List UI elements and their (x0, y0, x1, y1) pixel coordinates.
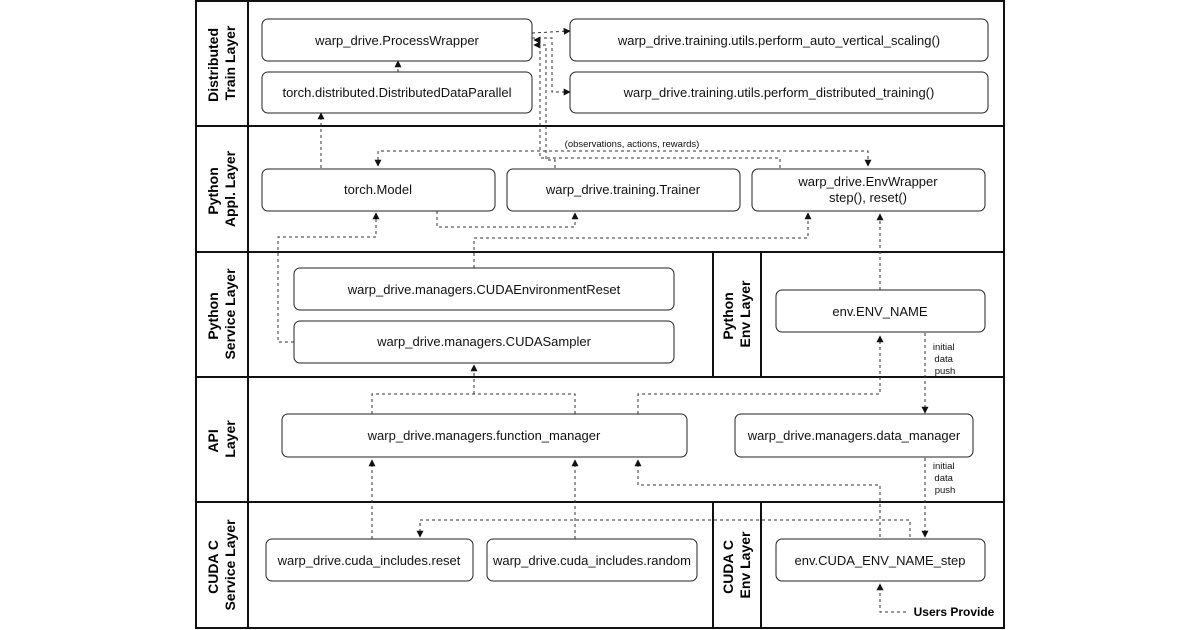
node-cuda-reset: warp_drive.cuda_includes.reset (265, 538, 474, 582)
node-env-wrapper-label-line1: warp_drive.EnvWrapper (797, 174, 938, 189)
node-auto-scaling: warp_drive.training.utils.perform_auto_v… (569, 18, 989, 62)
annotation-users-provide: Users Provide (914, 605, 995, 619)
node-torch-model-label: torch.Model (344, 182, 412, 197)
outer-frame (195, 0, 1005, 629)
layer-titles: Distributed Train Layer Python Appl. Lay… (205, 24, 753, 611)
edge-functionmanager-to-sampler (371, 365, 576, 414)
annotation-initial-data-push-1: initial data push (933, 342, 957, 377)
node-torch-model: torch.Model (261, 168, 496, 212)
node-cuda-random-label: warp_drive.cuda_includes.random (492, 553, 691, 568)
node-auto-scaling-label: warp_drive.training.utils.perform_auto_v… (617, 33, 940, 48)
node-data-manager: warp_drive.managers.data_manager (734, 413, 974, 458)
node-cuda-random: warp_drive.cuda_includes.random (486, 538, 698, 582)
node-env-name-label: env.ENV_NAME (832, 304, 927, 319)
edge-functionmanager-to-envname (637, 335, 884, 414)
node-distributed-training-label: warp_drive.training.utils.perform_distri… (623, 85, 935, 100)
node-cuda-env-step-label: env.CUDA_ENV_NAME_step (795, 553, 966, 568)
node-env-name: env.ENV_NAME (775, 289, 986, 333)
node-distributed-training: warp_drive.training.utils.perform_distri… (569, 71, 989, 114)
node-trainer-label: warp_drive.training.Trainer (545, 182, 701, 197)
edge-sampler-to-model (277, 212, 380, 343)
edges (277, 27, 929, 613)
node-process-wrapper-label: warp_drive.ProcessWrapper (314, 33, 479, 48)
layer-title-distributed: Distributed Train Layer (205, 24, 238, 102)
node-cuda-env-reset-label: warp_drive.managers.CUDAEnvironmentReset (347, 282, 621, 297)
node-cuda-env-reset: warp_drive.managers.CUDAEnvironmentReset (293, 267, 675, 311)
layer-title-python-env: Python Env Layer (720, 280, 753, 347)
node-env-wrapper-label-line2: step(), reset() (829, 190, 907, 205)
node-cuda-sampler: warp_drive.managers.CUDASampler (293, 320, 675, 364)
node-function-manager-label: warp_drive.managers.function_manager (367, 428, 601, 443)
node-cuda-env-step: env.CUDA_ENV_NAME_step (775, 538, 986, 582)
layer-title-cuda-env: CUDA C Env Layer (720, 531, 753, 598)
edge-cudaenvstep-to-cudareset (416, 519, 911, 538)
node-ddp: torch.distributed.DistributedDataParalle… (261, 71, 533, 114)
edge-processwrapper-to-autoscaling (531, 27, 571, 35)
layer-title-api: API Layer (205, 420, 238, 458)
nodes: warp_drive.ProcessWrapper torch.distribu… (261, 18, 989, 582)
layer-grid (195, 0, 1005, 629)
node-cuda-sampler-label: warp_drive.managers.CUDASampler (376, 334, 592, 349)
layer-title-python-service: Python Service Layer (205, 268, 238, 360)
edge-trainer-to-processwrapper (533, 41, 556, 168)
node-function-manager: warp_drive.managers.function_manager (281, 413, 688, 458)
node-cuda-reset-label: warp_drive.cuda_includes.reset (277, 553, 461, 568)
node-ddp-label: torch.distributed.DistributedDataParalle… (282, 85, 511, 100)
edge-obs-actions-rewards (374, 150, 872, 167)
edge-model-to-trainer (436, 211, 579, 228)
layer-title-python-appl: Python Appl. Layer (205, 150, 238, 227)
node-trainer: warp_drive.training.Trainer (506, 168, 741, 212)
layer-title-cuda-service: CUDA C Service Layer (205, 519, 238, 611)
node-env-wrapper: warp_drive.EnvWrapper step(), reset() (751, 168, 986, 212)
annotation-obs-actions-rewards: (observations, actions, rewards) (565, 139, 700, 150)
node-process-wrapper: warp_drive.ProcessWrapper (261, 18, 533, 62)
edge-cudaenvstep-to-functionmanager (634, 459, 881, 537)
annotations: (observations, actions, rewards) initial… (565, 139, 995, 619)
edge-usersprovide-to-cudaenvstep (876, 583, 906, 613)
edge-sampler-to-envwrapper (473, 212, 812, 268)
node-data-manager-label: warp_drive.managers.data_manager (747, 428, 961, 443)
edge-processwrapper-to-distributedtraining (532, 37, 571, 96)
annotation-initial-data-push-2: initial data push (933, 461, 957, 496)
